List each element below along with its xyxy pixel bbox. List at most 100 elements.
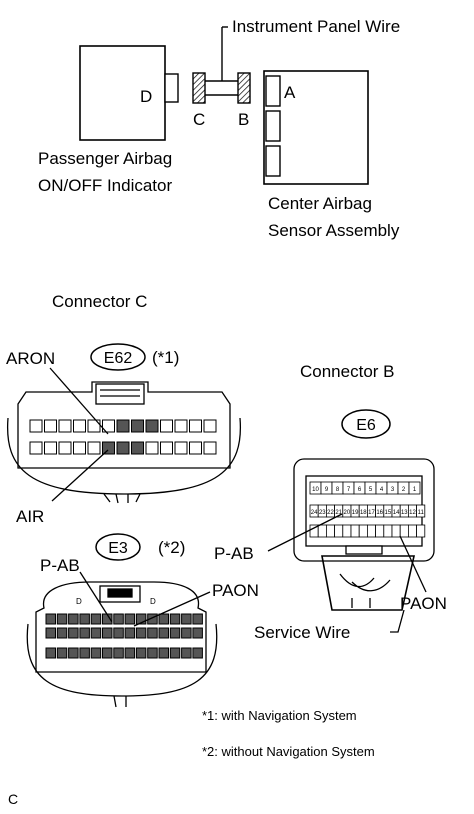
e3-cavity (102, 627, 113, 639)
e6-pin-number: 6 (358, 487, 362, 493)
e3-cavity (147, 627, 158, 639)
e6-pin-number: 12 (409, 510, 416, 516)
e6-pin-number: 14 (393, 510, 400, 516)
e6-pin (317, 524, 327, 538)
passenger-airbag-indicator-box (79, 45, 179, 141)
e6-pin-number: 13 (401, 510, 408, 516)
e6-pin-number: 3 (391, 487, 395, 493)
e3-label: E3 (108, 540, 128, 557)
connector-b-label: B (238, 110, 249, 129)
connector-b-plug (237, 72, 251, 104)
e6-pin-number: 4 (380, 487, 384, 493)
p-ab-left-label: P-AB (40, 556, 80, 575)
connector-c-plug (192, 72, 206, 104)
air-leader (51, 449, 109, 502)
e62-cavity (87, 419, 101, 433)
connector-d-socket (164, 73, 179, 103)
aron-leader (49, 367, 109, 435)
e6-pin-number: 8 (336, 487, 340, 493)
aron-label: ARON (6, 349, 55, 368)
note2-ref: (*2) (158, 538, 185, 557)
center-airbag-sensor-box (263, 70, 369, 185)
svg-text:D: D (76, 597, 82, 606)
connector-e3-face: D D (26, 581, 218, 708)
e6-pin (325, 524, 335, 538)
paon-right-label: PAON (400, 594, 447, 613)
footnote-1: *1: with Navigation System (202, 708, 357, 723)
e6-pin (358, 524, 368, 538)
e6-pin-number: 7 (347, 487, 351, 493)
e6-pin-number: 9 (325, 487, 329, 493)
air-label: AIR (16, 507, 44, 526)
e62-bottom-row (29, 441, 217, 455)
connector-c-title: Connector C (52, 292, 147, 311)
e3-cavity (102, 647, 113, 659)
e6-pin-number: 19 (352, 510, 359, 516)
e3-cavity (192, 613, 203, 625)
e3-cavity (113, 647, 124, 659)
e3-cavity (135, 647, 147, 659)
e62-cavity (131, 419, 144, 433)
connector-b-title: Connector B (300, 362, 395, 381)
e3-cavity (135, 613, 147, 625)
e62-cavity (73, 441, 86, 455)
e3-cavity (45, 627, 56, 639)
e3-cavity (147, 647, 158, 659)
e3-cavity (181, 613, 192, 625)
svg-text:D: D (150, 597, 156, 606)
e62-cavity (174, 441, 188, 455)
e6-pin-number: 21 (335, 510, 342, 516)
e62-cavity (145, 441, 159, 455)
connector-d-label: D (140, 87, 152, 106)
e3-cavity (56, 627, 68, 639)
e6-pin (399, 524, 409, 538)
e6-badge (341, 409, 391, 439)
e62-cavity (145, 419, 159, 433)
e62-cavity (203, 419, 217, 433)
e6-pin-number: 17 (368, 510, 375, 516)
e62-badge (90, 343, 146, 371)
e62-cavity (102, 441, 115, 455)
e3-cavity (158, 613, 169, 625)
e3-cavity (56, 613, 68, 625)
e62-cavity (116, 419, 130, 433)
paon-left-label: PAON (212, 581, 259, 600)
e62-cavity (29, 419, 43, 433)
paon-left-leader (133, 591, 211, 627)
e6-pin (416, 524, 426, 538)
e6-pin-number: 24 (311, 510, 318, 516)
e62-cavity (131, 441, 144, 455)
e62-cavity (203, 441, 217, 455)
e3-cavity (79, 613, 90, 625)
e62-cavity (160, 441, 173, 455)
e3-lower-rows (45, 647, 203, 659)
e62-cavity (73, 419, 86, 433)
e62-cavity (189, 441, 202, 455)
p-ab-right-leader (267, 513, 343, 552)
e62-cavity (116, 441, 130, 455)
e62-cavity (29, 441, 43, 455)
footnote-2: *2: without Navigation System (202, 744, 375, 759)
e3-cavity (147, 613, 158, 625)
e6-pin (334, 524, 344, 538)
connector-a-socket (265, 75, 281, 107)
e6-pin (375, 524, 385, 538)
e62-cavity (102, 419, 115, 433)
e3-cavity (90, 647, 102, 659)
e62-cavity (44, 441, 57, 455)
e3-cavity (192, 627, 203, 639)
e6-pin (416, 504, 426, 518)
e3-cavity (169, 613, 181, 625)
e3-cavity (90, 627, 102, 639)
e3-cavity (124, 613, 136, 625)
e3-cavity (90, 613, 102, 625)
e3-cavity (45, 613, 56, 625)
connector-c-label: C (193, 110, 205, 129)
e3-cavity (45, 647, 56, 659)
e3-cavity (124, 647, 136, 659)
e62-cavity (44, 419, 57, 433)
e6-label: E6 (356, 417, 376, 434)
e3-cavity (79, 627, 90, 639)
